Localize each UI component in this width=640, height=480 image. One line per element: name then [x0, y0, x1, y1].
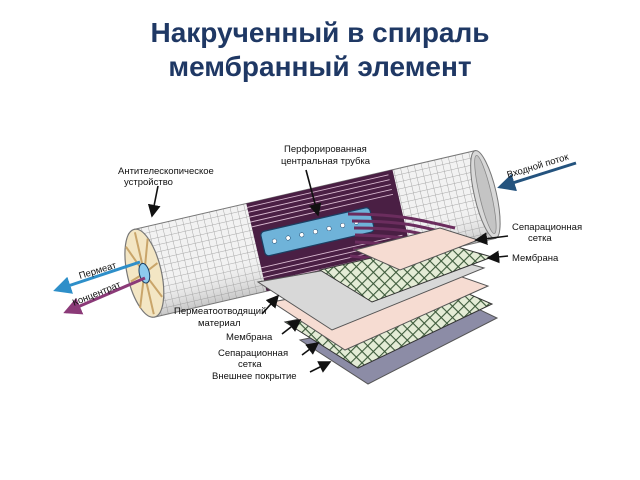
feed-flow-arrow [497, 161, 577, 192]
label-pointers [147, 169, 509, 373]
svg-text:Антителескопическое: Антителескопическое [118, 166, 214, 177]
label-separation-grid-top: Сепарационная сетка [512, 222, 582, 244]
svg-text:материал: материал [198, 318, 241, 329]
title-line-2: мембранный элемент [168, 51, 472, 82]
svg-text:Сепарационная: Сепарационная [512, 222, 582, 233]
membrane-cylinder [124, 150, 501, 318]
slide-title: Накрученный в спираль мембранный элемент [0, 16, 640, 84]
svg-text:сетка: сетка [528, 233, 552, 244]
svg-text:устройство: устройство [124, 177, 173, 188]
title-line-1: Накрученный в спираль [150, 17, 490, 48]
svg-text:Сепарационная: Сепарационная [218, 348, 288, 359]
svg-text:Перфорированная: Перфорированная [284, 144, 367, 155]
label-anti-telescoping: Антителескопическое устройство [118, 166, 214, 188]
label-separation-grid-bottom: Сепарационная сетка [218, 348, 288, 370]
svg-text:Пермеатоотводящий: Пермеатоотводящий [174, 306, 266, 317]
svg-text:центральная трубка: центральная трубка [281, 156, 371, 167]
label-membrane-top: Мембрана [512, 253, 559, 264]
permeate-arrow [53, 260, 141, 294]
label-perforated-tube: Перфорированная центральная трубка [281, 144, 371, 167]
label-outer-wrap: Внешнее покрытие [212, 371, 297, 382]
svg-text:сетка: сетка [238, 359, 262, 370]
label-permeate-carrier: Пермеатоотводящий материал [174, 306, 266, 329]
label-permeate: Пермеат [78, 260, 119, 282]
exploded-layers [256, 227, 499, 385]
concentrate-arrow [63, 276, 146, 315]
label-membrane-bottom: Мембрана [226, 332, 273, 343]
